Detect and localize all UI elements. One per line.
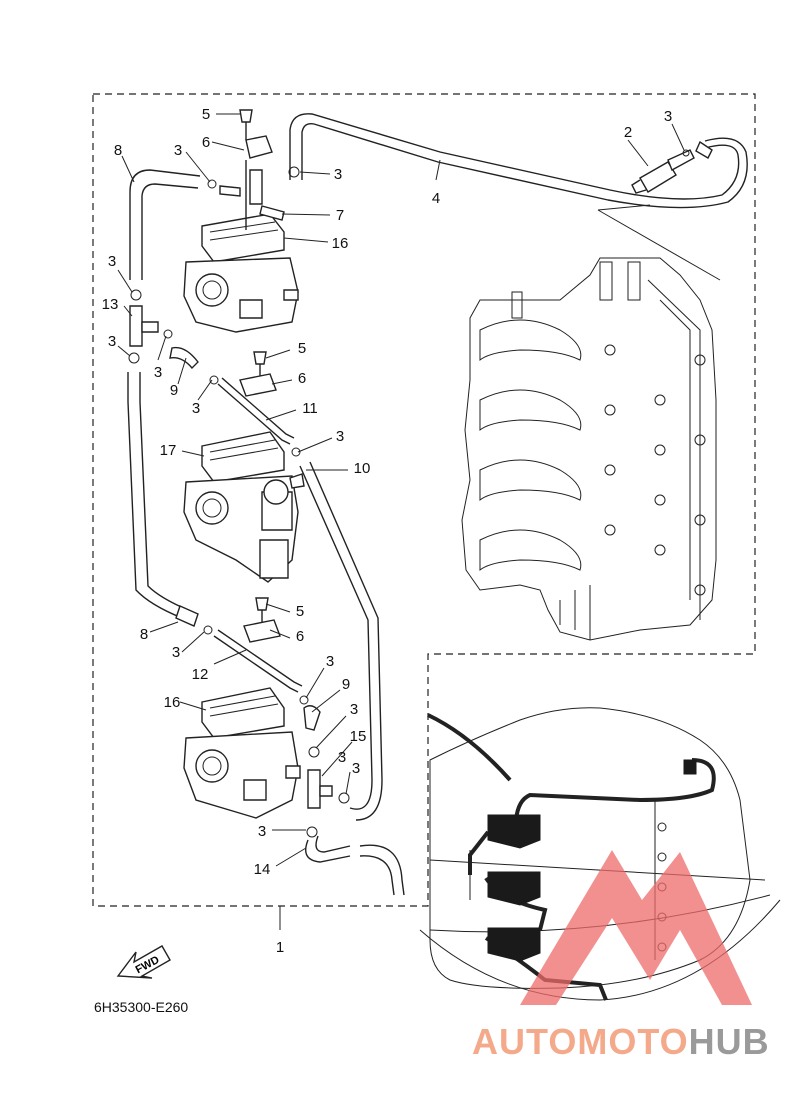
hose-9-top xyxy=(169,346,199,370)
callout-14: 14 xyxy=(254,861,271,878)
callout-2: 2 xyxy=(624,124,632,141)
callout-3: 3 xyxy=(350,701,358,718)
callout-9: 9 xyxy=(170,382,178,399)
callout-3: 3 xyxy=(326,653,334,670)
watermark-logo xyxy=(520,850,752,1005)
callout-15: 15 xyxy=(350,728,367,745)
callout-5: 5 xyxy=(296,603,304,620)
leader-4b xyxy=(597,204,721,281)
callout-6: 6 xyxy=(296,628,304,645)
callout-6: 6 xyxy=(202,134,210,151)
callout-5: 5 xyxy=(202,106,210,123)
check-valve-2 xyxy=(631,149,695,194)
hose-10 xyxy=(299,461,383,821)
watermark-part-1: AUTOMOTO xyxy=(472,1021,689,1062)
carburetor-bottom xyxy=(183,597,333,819)
engine-inset xyxy=(419,707,781,1001)
callout-3: 3 xyxy=(192,400,200,417)
callout-10: 10 xyxy=(354,460,371,477)
callout-3: 3 xyxy=(108,253,116,270)
leader-3-top xyxy=(671,123,685,151)
drawing-code: 6H35300-E260 xyxy=(94,999,188,1015)
callout-3: 3 xyxy=(258,823,266,840)
fwd-arrow: FWD xyxy=(116,945,171,979)
assembly-boundary xyxy=(92,93,756,907)
callout-12: 12 xyxy=(192,666,209,683)
hose-clips xyxy=(128,166,350,838)
watermark-part-2: HUB xyxy=(689,1021,770,1062)
fitting-13 xyxy=(129,305,159,347)
callout-3: 3 xyxy=(172,644,180,661)
callout-13: 13 xyxy=(102,296,119,313)
callout-16: 16 xyxy=(164,694,181,711)
carburetor-top xyxy=(183,109,299,333)
callout-1: 1 xyxy=(276,939,284,956)
leader-2 xyxy=(627,139,649,167)
callout-11: 11 xyxy=(302,400,318,417)
callout-4: 4 xyxy=(432,190,440,207)
hose-4 xyxy=(289,113,748,209)
callout-3: 3 xyxy=(352,760,360,777)
callout-8: 8 xyxy=(140,626,148,643)
hose-14 xyxy=(305,835,405,896)
hose-8-long xyxy=(127,372,199,627)
callout-5: 5 xyxy=(298,340,306,357)
callout-6: 6 xyxy=(298,370,306,387)
watermark-text: AUTOMOTOHUB xyxy=(472,1021,770,1062)
hose-clip xyxy=(682,149,690,157)
callout-7: 7 xyxy=(336,207,344,224)
callout-3: 3 xyxy=(108,333,116,350)
leader-lines xyxy=(117,113,353,867)
callout-3: 3 xyxy=(174,142,182,159)
callout-17: 17 xyxy=(160,442,177,459)
leader-4 xyxy=(435,159,441,181)
callout-9: 9 xyxy=(342,676,350,693)
callout-8: 8 xyxy=(114,142,122,159)
hose-8-top xyxy=(129,169,201,280)
callout-3: 3 xyxy=(338,749,346,766)
callout-3: 3 xyxy=(664,108,672,125)
cylinder-block xyxy=(461,257,717,641)
callout-3: 3 xyxy=(154,364,162,381)
carburetor-middle xyxy=(183,351,305,583)
callout-16: 16 xyxy=(332,235,349,252)
callout-3: 3 xyxy=(334,166,342,183)
callout-labels: 1 2 3 3 3 3 3 3 3 3 3 3 3 3 3 3 4 5 5 5 … xyxy=(102,106,673,956)
callout-3: 3 xyxy=(336,428,344,445)
